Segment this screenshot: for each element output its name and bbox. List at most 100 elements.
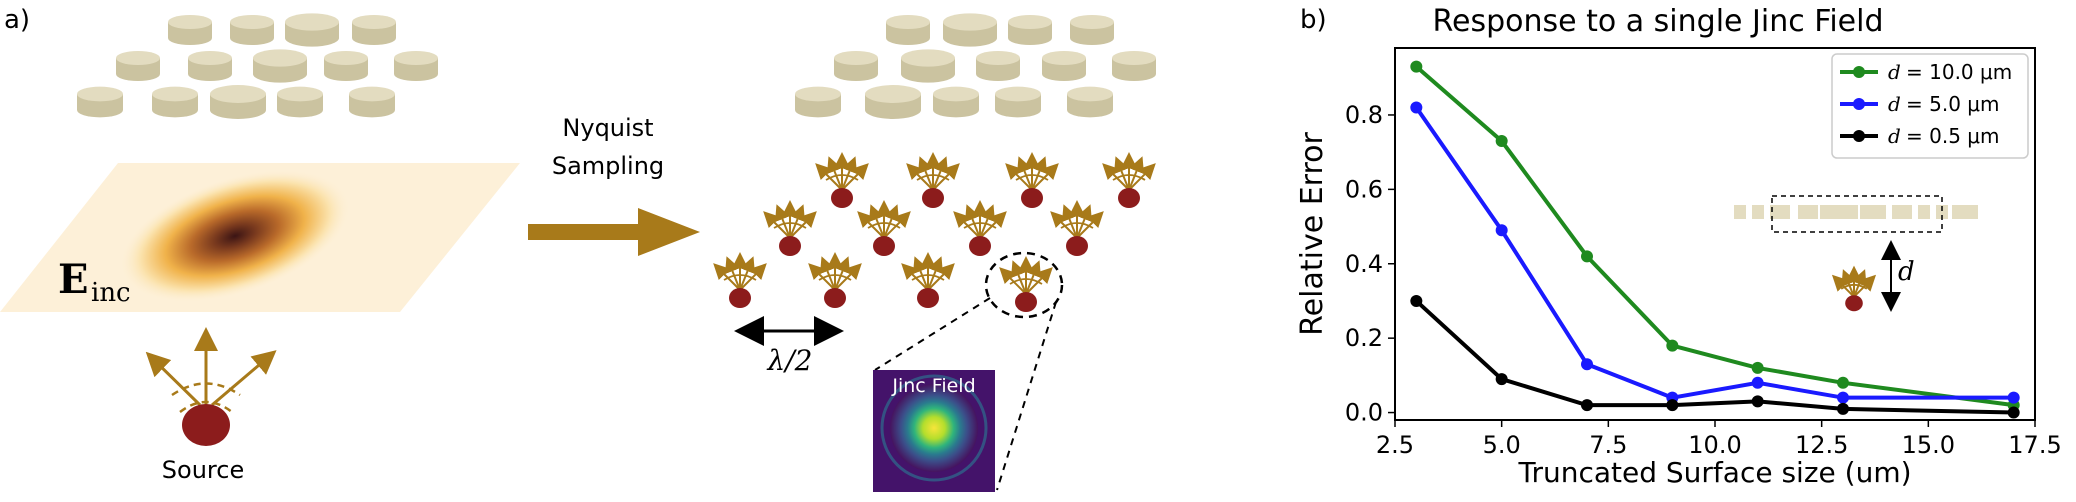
jinc-emitter-icon xyxy=(953,200,1007,256)
data-point xyxy=(1666,399,1679,412)
x-axis-label: Truncated Surface size (um) xyxy=(1517,456,1911,489)
pillar xyxy=(116,50,160,82)
data-point xyxy=(1837,402,1849,415)
x-tick-label: 15.0 xyxy=(1902,431,1955,459)
jinc-emitter-icon xyxy=(901,252,955,308)
y-tick-label: 0.0 xyxy=(1345,399,1383,427)
nyquist-label-line2: Sampling xyxy=(552,152,664,180)
legend-label: = 10.0 μm xyxy=(1906,60,2012,84)
field-label: E xyxy=(58,256,89,303)
data-point xyxy=(1410,60,1423,73)
data-point xyxy=(1410,294,1423,307)
inset-pillar xyxy=(1770,205,1790,219)
zoom-line-left xyxy=(874,297,991,371)
pillar xyxy=(795,86,841,118)
pillar xyxy=(886,14,930,46)
pillar xyxy=(210,85,266,119)
data-point xyxy=(1666,339,1679,352)
jinc-emitter-icon xyxy=(906,152,960,208)
panel-b-label: b) xyxy=(1300,5,1327,35)
pillar xyxy=(394,50,438,82)
legend-var: d xyxy=(1888,124,1901,148)
pillar xyxy=(285,13,339,47)
pillar xyxy=(1070,14,1114,46)
data-point xyxy=(1495,135,1508,147)
jinc-emitter-icon xyxy=(1831,265,1877,312)
y-axis-label: Relative Error xyxy=(1295,132,1330,336)
jinc-emitter-icon xyxy=(1005,152,1059,208)
legend-var: d xyxy=(1888,60,1901,84)
metasurface-pillars-right xyxy=(795,13,1156,119)
spacing-label: λ/2 xyxy=(767,344,813,377)
source-emitter-icon xyxy=(145,327,277,446)
pillar xyxy=(1008,14,1052,46)
x-tick-label: 12.5 xyxy=(1795,431,1848,459)
inset-pillar xyxy=(1918,205,1930,219)
pillar xyxy=(77,86,123,118)
inset-pillar xyxy=(1892,205,1912,219)
y-tick-label: 0.8 xyxy=(1345,101,1383,129)
zoom-circle xyxy=(984,251,1064,319)
inset-label: Jinc Field xyxy=(891,375,975,397)
pillar xyxy=(834,50,878,82)
data-point xyxy=(2007,391,2020,404)
legend-marker xyxy=(1853,98,1865,110)
jinc-emitter-icon xyxy=(808,252,862,308)
data-point xyxy=(1581,358,1593,371)
y-tick-label: 0.6 xyxy=(1345,175,1383,203)
jinc-emitter-icon xyxy=(815,152,869,208)
inset-pillar xyxy=(1952,205,1978,219)
panel-a-label: a) xyxy=(4,5,30,35)
legend: d= 10.0 μmd= 5.0 μmd= 0.5 μm xyxy=(1840,60,2012,148)
jinc-field-inset xyxy=(873,370,995,492)
pillar xyxy=(1042,50,1086,82)
gaussian-field-spot xyxy=(119,169,351,303)
metasurface-pillars-left xyxy=(77,13,438,119)
inset-pillar xyxy=(1752,205,1764,219)
jinc-emitter-icon xyxy=(713,252,767,308)
nyquist-label-line1: Nyquist xyxy=(562,114,653,142)
data-point xyxy=(1581,399,1593,412)
pillar xyxy=(352,14,396,46)
legend-label: = 5.0 μm xyxy=(1906,92,2000,116)
data-point xyxy=(2007,406,2020,419)
pillar xyxy=(976,50,1020,82)
data-point xyxy=(1751,395,1764,408)
pillar xyxy=(230,14,274,46)
jinc-emitter-icon xyxy=(857,200,911,256)
inset-pillar xyxy=(1838,205,1858,219)
pillar xyxy=(277,86,323,118)
data-point xyxy=(1751,376,1764,389)
chart-title: Response to a single Jinc Field xyxy=(1432,4,1883,39)
data-point xyxy=(1495,224,1508,237)
source-label: Source xyxy=(162,456,244,484)
x-tick-label: 2.5 xyxy=(1376,431,1414,459)
y-tick-label: 0.2 xyxy=(1345,324,1383,352)
legend-marker xyxy=(1853,130,1865,142)
pillar xyxy=(943,13,997,47)
jinc-emitter-icon xyxy=(763,200,817,256)
pillar xyxy=(901,49,955,83)
inset-d-label: d xyxy=(1898,257,1915,287)
pillar xyxy=(188,50,233,82)
y-tick-label: 0.4 xyxy=(1345,250,1383,278)
jinc-emitter-icon xyxy=(1050,200,1104,256)
field-subscript: inc xyxy=(91,278,131,308)
data-point xyxy=(1495,373,1508,386)
pillar xyxy=(1067,86,1113,118)
data-point xyxy=(1837,376,1849,389)
x-tick-label: 7.5 xyxy=(1589,431,1627,459)
pillar xyxy=(152,86,198,118)
data-series xyxy=(1410,60,2020,419)
inset-pillar xyxy=(1860,205,1886,219)
legend-var: d xyxy=(1888,92,1901,116)
data-point xyxy=(1581,250,1593,263)
nyquist-sampling-arrow xyxy=(528,208,700,256)
pillar xyxy=(933,86,979,118)
zoom-line-right xyxy=(996,301,1057,491)
data-point xyxy=(1410,101,1423,114)
x-tick-label: 17.5 xyxy=(2008,431,2061,459)
pillar xyxy=(253,49,307,83)
